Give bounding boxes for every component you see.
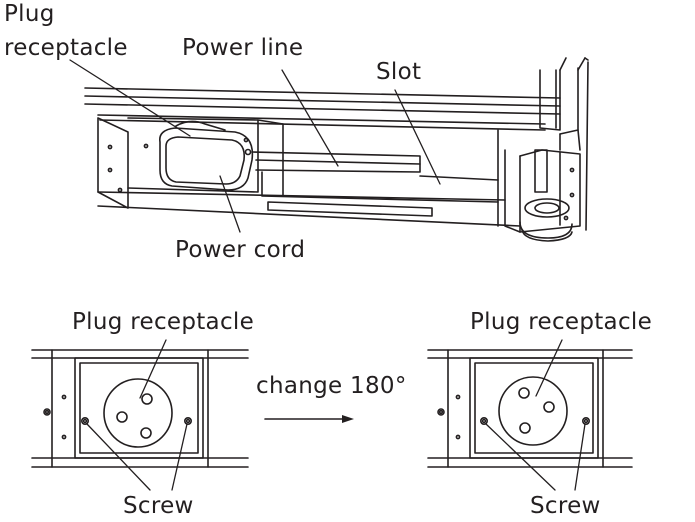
bottom-left-leader-lines (86, 339, 188, 491)
power-line-label: Power line (182, 35, 304, 61)
bottom-left-panel-drawing (31, 349, 249, 468)
change-180-label: change 180° (256, 373, 407, 399)
plug-receptacle-label-line2: receptacle (4, 35, 128, 61)
right-plug-receptacle-label: Plug receptacle (470, 309, 653, 335)
plug-receptacle-label-line1: Plug (4, 1, 55, 27)
bottom-right-leader-lines (485, 339, 586, 491)
bottom-right-panel-drawing (427, 349, 633, 468)
right-screw-label: Screw (530, 493, 601, 519)
top-leader-lines (69, 59, 441, 233)
slot-label: Slot (376, 59, 422, 85)
left-screw-label: Screw (123, 493, 194, 519)
power-cord-label: Power cord (175, 237, 306, 263)
top-cabinet-base-drawing (84, 57, 589, 242)
left-plug-receptacle-label: Plug receptacle (72, 309, 255, 335)
